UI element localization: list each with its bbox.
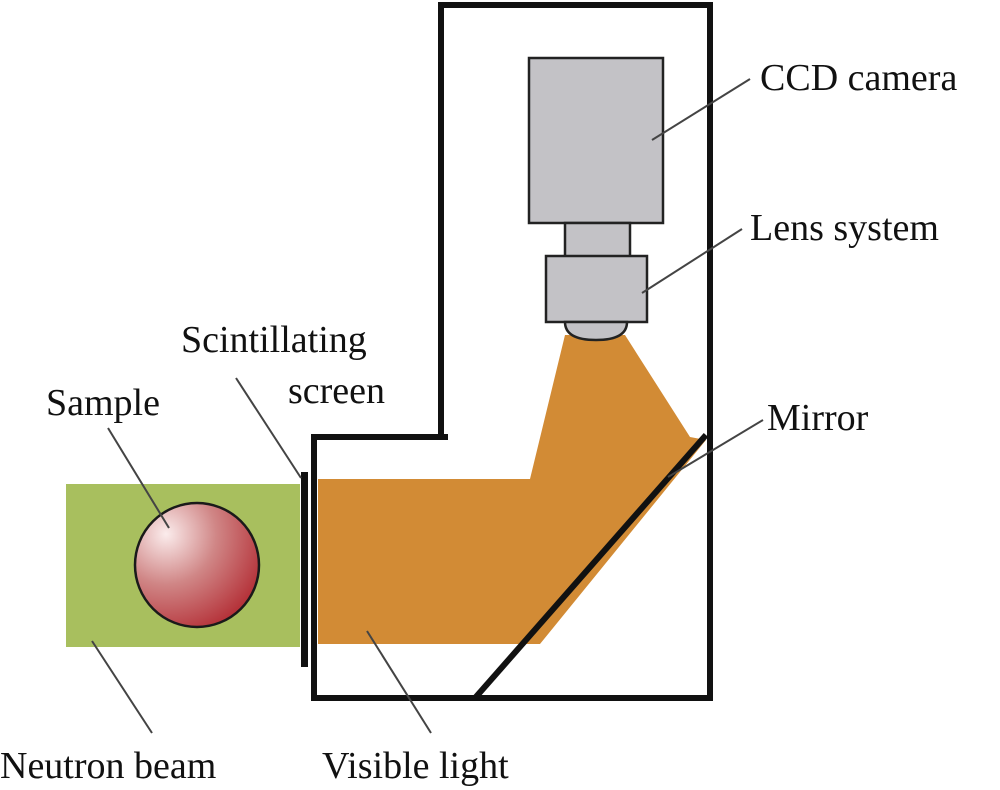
lens-neck	[563, 221, 632, 259]
mirror-leader	[667, 419, 764, 478]
ccd-camera-body	[527, 56, 665, 225]
label-visible-light: Visible light	[322, 745, 509, 787]
camera-box-frame	[311, 2, 713, 701]
scintillating-screen-leader	[235, 377, 302, 479]
visible-light-path	[318, 335, 706, 644]
sample-leader	[107, 427, 170, 529]
lens-system-leader	[641, 228, 743, 294]
label-ccd-camera: CCD camera	[760, 57, 957, 99]
label-lens-system: Lens system	[750, 207, 939, 249]
label-scintillating-screen-line2: screen	[288, 370, 385, 412]
visible-light-leader	[366, 630, 432, 734]
label-mirror: Mirror	[767, 397, 869, 439]
lens-dome	[563, 320, 629, 342]
lens-system	[544, 254, 649, 324]
label-sample: Sample	[46, 382, 160, 424]
label-scintillating-screen-line1: Scintillating	[181, 319, 367, 361]
scintillating-screen	[301, 472, 308, 667]
mirror	[472, 433, 709, 700]
sample-sphere	[133, 501, 261, 629]
ccd-camera-leader	[651, 78, 751, 141]
neutron-beam-leader	[91, 640, 153, 734]
label-neutron-beam: Neutron beam	[0, 745, 216, 787]
